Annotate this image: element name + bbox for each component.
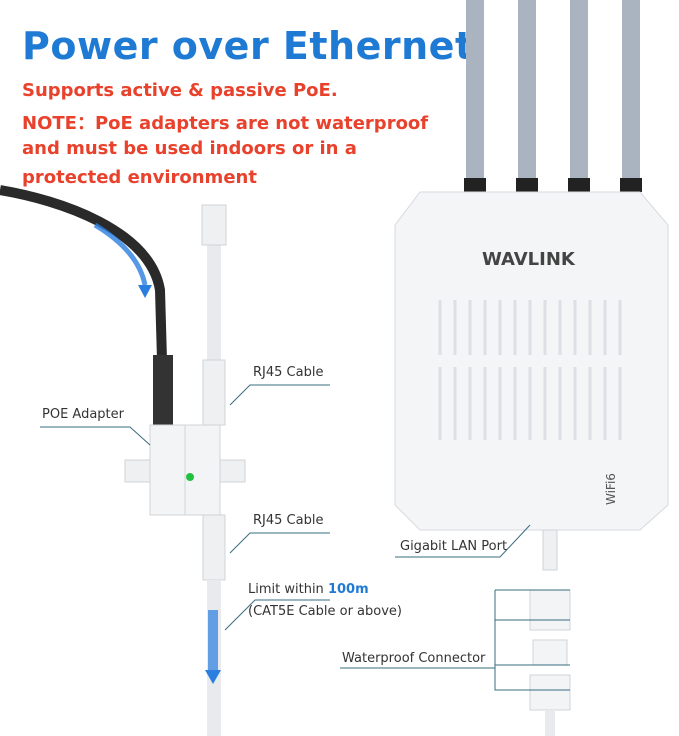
flow-arrow-icon xyxy=(138,285,152,298)
limit-prefix: Limit within xyxy=(248,582,328,597)
cable-type-label: (CAT5E Cable or above) xyxy=(248,604,402,619)
note-line: Supports active & passive PoE. xyxy=(22,80,338,101)
power-led-icon xyxy=(186,473,194,481)
rj45-cable-label: RJ45 Cable xyxy=(253,513,324,528)
note-line: NOTE：PoE adapters are not waterproof xyxy=(22,113,429,134)
wifi6-badge: WiFi6 xyxy=(604,473,618,505)
flow-arrow-icon xyxy=(205,670,221,684)
cable-limit-label: Limit within 100m xyxy=(248,582,369,597)
gigabit-lan-label: Gigabit LAN Port xyxy=(400,539,508,554)
waterproof-connector-label: Waterproof Connector xyxy=(342,651,486,666)
poe-adapter-label: POE Adapter xyxy=(42,407,124,422)
brand-logo: WAVLINK xyxy=(482,249,576,270)
limit-value: 100m xyxy=(327,582,369,597)
note-line: protected environment xyxy=(22,167,257,188)
antennas xyxy=(466,0,640,180)
page-title: Power over Ethernet xyxy=(22,24,474,68)
rj45-cable-label: RJ45 Cable xyxy=(253,365,324,380)
note-line: and must be used indoors or in a xyxy=(22,138,357,159)
